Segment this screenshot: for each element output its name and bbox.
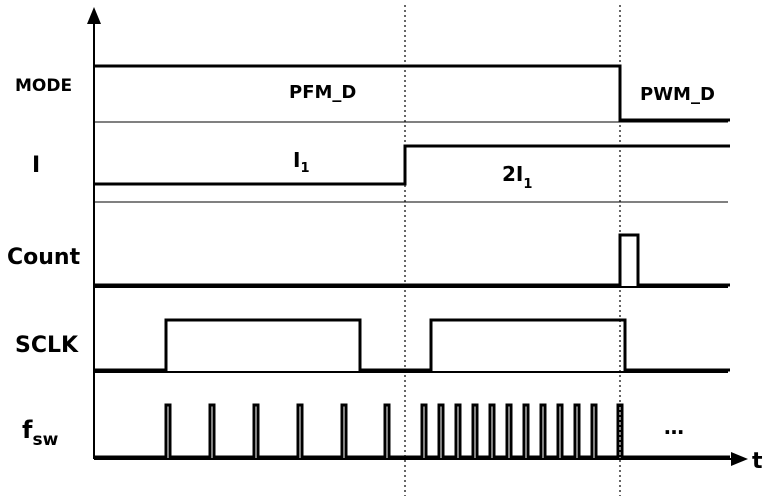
i1-level-label: I1 [293,148,310,176]
y-axis-arrow [87,7,101,24]
pfm-mode-label: PFM_D [289,82,356,103]
fsw-waveform [94,403,730,459]
time-axis-label: t [752,449,763,474]
continuation-ellipsis: … [664,415,684,439]
i1-main: I [293,148,300,172]
count-waveform [94,233,730,287]
pwm-mode-label: PWM_D [640,84,715,105]
two-i1-subscript: 1 [523,177,532,192]
mode-waveform [94,64,730,122]
axes: t [87,7,763,474]
time-axis-arrow [731,452,748,466]
row-separators [94,121,728,373]
fsw-label-main: f [22,416,33,444]
current-waveform [94,144,730,186]
mode-label: MODE [15,76,72,96]
sclk-waveform [94,318,730,372]
count-label: Count [7,245,81,270]
i1-subscript: 1 [300,161,309,176]
two-i1-main: 2I [502,162,523,186]
current-label: I [32,153,40,178]
fsw-label-subscript: sw [32,430,58,450]
sclk-label: SCLK [15,333,79,358]
fsw-label: fsw [22,416,59,450]
two-i1-level-label: 2I1 [502,162,532,192]
